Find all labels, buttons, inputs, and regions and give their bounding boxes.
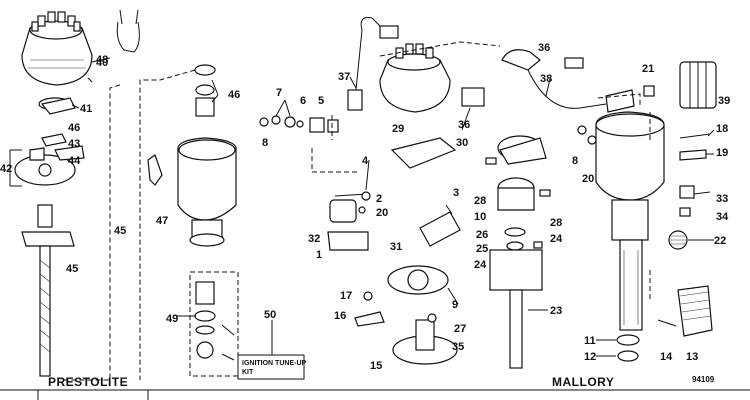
callout-41: 41: [80, 103, 92, 115]
callout-29: 29: [392, 123, 404, 135]
callout-46b: 46: [228, 89, 240, 101]
small-hardware-group: [259, 115, 339, 133]
brand-mallory: MALLORY: [552, 375, 614, 389]
callout-11: 11: [584, 335, 596, 347]
callout-39: 39: [718, 95, 730, 107]
callout-37: 37: [338, 71, 350, 83]
callout-38: 38: [540, 73, 552, 85]
weights-mallory: [485, 157, 551, 249]
coil-wire: [347, 17, 399, 111]
callout-16: 16: [334, 310, 346, 322]
callout-36b: 36: [538, 42, 550, 54]
callout-46a: 46: [68, 122, 80, 134]
clip-18-19: [679, 133, 711, 161]
drive-gear-13: [657, 285, 713, 337]
callout-8b: 8: [572, 155, 578, 167]
callout-1: 1: [316, 249, 322, 261]
left-bracket-b: [139, 69, 196, 380]
kit-label-box: [237, 354, 305, 380]
seal-stack: [194, 64, 216, 117]
callout-10: 10: [474, 211, 486, 223]
callout-34: 34: [716, 211, 729, 223]
callout-5: 5: [318, 95, 324, 107]
callout-30: 30: [456, 137, 468, 149]
condenser-group: [311, 148, 371, 251]
brand-prestolite: PRESTOLITE: [48, 375, 128, 389]
cap-clip: [116, 9, 140, 53]
callout-50: 50: [264, 309, 276, 321]
distributor-housing-mallory: [595, 111, 665, 331]
breaker-plate-parts: [9, 133, 85, 187]
clip-36: [461, 57, 584, 107]
callout-19: 19: [716, 147, 728, 159]
mallory-small-hardware: [577, 112, 651, 145]
callout-6: 6: [300, 95, 306, 107]
callout-26: 26: [476, 229, 488, 241]
bolt-33-34: [679, 185, 711, 217]
breaker-plate-middle: [354, 265, 458, 365]
callout-3: 3: [453, 187, 459, 199]
middle-dashed-leaders: [331, 41, 501, 140]
callout-12: 12: [584, 351, 596, 363]
rotor-left: [38, 97, 76, 115]
callout-20a: 20: [376, 207, 388, 219]
distributor-housing-left: [147, 137, 237, 247]
callout-13: 13: [686, 351, 698, 363]
callout-9: 9: [452, 299, 458, 311]
callout-23: 23: [550, 305, 562, 317]
gear-22: [668, 230, 688, 250]
rotor-39: [679, 61, 717, 109]
callout-31: 31: [390, 241, 402, 253]
kit-label-line1: IGNITION TUNE-UP: [242, 360, 306, 367]
callout-35: 35: [452, 341, 464, 353]
callout-7: 7: [276, 87, 282, 99]
callout-28a: 28: [474, 195, 486, 207]
callout-4: 4: [362, 155, 369, 167]
callout-2: 2: [376, 193, 382, 205]
callout-17: 17: [340, 290, 352, 302]
washers-11-12: [616, 334, 640, 362]
left-bracket-a: [60, 84, 121, 381]
callout-27: 27: [454, 323, 466, 335]
callout-14: 14: [660, 351, 673, 363]
callout-21: 21: [642, 63, 654, 75]
callout-45a: 45: [66, 263, 78, 275]
callout-8a: 8: [262, 137, 268, 149]
callout-42: 42: [0, 163, 12, 175]
distributor-shaft-left: [21, 204, 75, 377]
callout-45b: 45: [114, 225, 126, 237]
rotor-mallory: [489, 135, 547, 369]
callout-28b: 28: [550, 217, 562, 229]
breaker-points-parts: [390, 137, 461, 247]
figure-number: 94109: [692, 375, 715, 384]
callout-49: 49: [166, 313, 178, 325]
callout-47: 47: [156, 215, 168, 227]
distributor-cap-left: [21, 11, 93, 86]
callout-24a: 24: [550, 233, 563, 245]
callout-44: 44: [68, 155, 81, 167]
callout-25: 25: [476, 243, 488, 255]
callout-15: 15: [370, 360, 382, 372]
callout-24b: 24: [474, 259, 487, 271]
leader-lines: [71, 57, 715, 357]
spark-plug-wire: [501, 49, 635, 113]
kit-label-line2: KIT: [242, 369, 254, 376]
distributor-cap-middle: [379, 43, 451, 113]
callout-33: 33: [716, 193, 728, 205]
callout-18: 18: [716, 123, 728, 135]
callout-20b: 20: [582, 173, 594, 185]
callout-32: 32: [308, 233, 320, 245]
callout-43: 43: [68, 138, 80, 150]
vacuum-unit: [597, 85, 655, 108]
tune-up-kit-parts: [189, 271, 239, 377]
callout-22: 22: [714, 235, 726, 247]
